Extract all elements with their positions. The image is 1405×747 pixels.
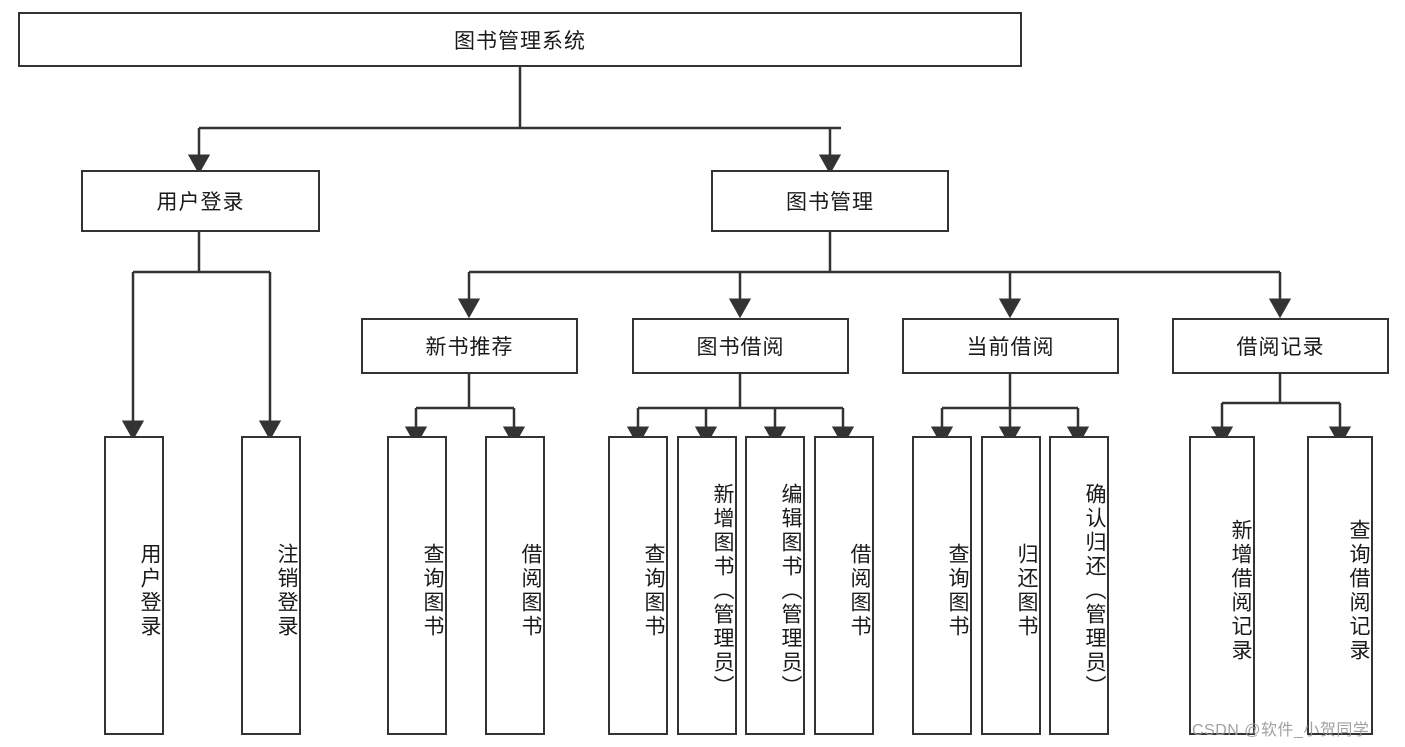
leaf-confirm-return[interactable]: 确认归还（管理员）	[1049, 436, 1109, 735]
leaf-label: 新增图书（管理员）	[711, 482, 734, 699]
leaf-query-record[interactable]: 查询借阅记录	[1307, 436, 1373, 735]
leaf-label: 注销登录	[275, 542, 298, 639]
leaf-label: 归还图书	[1015, 542, 1038, 639]
leaf-label: 查询借阅记录	[1347, 518, 1370, 663]
node-book-borrow[interactable]: 图书借阅	[632, 318, 849, 374]
leaf-query-book-3[interactable]: 查询图书	[912, 436, 972, 735]
leaf-user-login[interactable]: 用户登录	[104, 436, 164, 735]
leaf-label: 查询图书	[946, 542, 969, 639]
leaf-label: 借阅图书	[848, 542, 871, 639]
leaf-add-record[interactable]: 新增借阅记录	[1189, 436, 1255, 735]
leaf-label: 借阅图书	[519, 542, 542, 639]
leaf-query-book-2[interactable]: 查询图书	[608, 436, 668, 735]
leaf-borrow-book-2[interactable]: 借阅图书	[814, 436, 874, 735]
node-borrow-record[interactable]: 借阅记录	[1172, 318, 1389, 374]
leaf-label: 查询图书	[421, 542, 444, 639]
leaf-add-book[interactable]: 新增图书（管理员）	[677, 436, 737, 735]
leaf-label: 编辑图书（管理员）	[779, 482, 802, 699]
leaf-label: 用户登录	[138, 542, 161, 639]
leaf-label: 确认归还（管理员）	[1083, 482, 1106, 699]
csdn-watermark: CSDN @软件_小贺同学	[1192, 722, 1370, 739]
node-user-login[interactable]: 用户登录	[81, 170, 320, 232]
node-current-borrow[interactable]: 当前借阅	[902, 318, 1119, 374]
leaf-label: 查询图书	[642, 542, 665, 639]
leaf-return-book[interactable]: 归还图书	[981, 436, 1041, 735]
node-new-book-recommend[interactable]: 新书推荐	[361, 318, 578, 374]
leaf-edit-book[interactable]: 编辑图书（管理员）	[745, 436, 805, 735]
leaf-borrow-book-1[interactable]: 借阅图书	[485, 436, 545, 735]
leaf-query-book-1[interactable]: 查询图书	[387, 436, 447, 735]
leaf-label: 新增借阅记录	[1229, 518, 1252, 663]
node-root-system[interactable]: 图书管理系统	[18, 12, 1022, 67]
node-book-manage[interactable]: 图书管理	[711, 170, 949, 232]
leaf-user-logout[interactable]: 注销登录	[241, 436, 301, 735]
